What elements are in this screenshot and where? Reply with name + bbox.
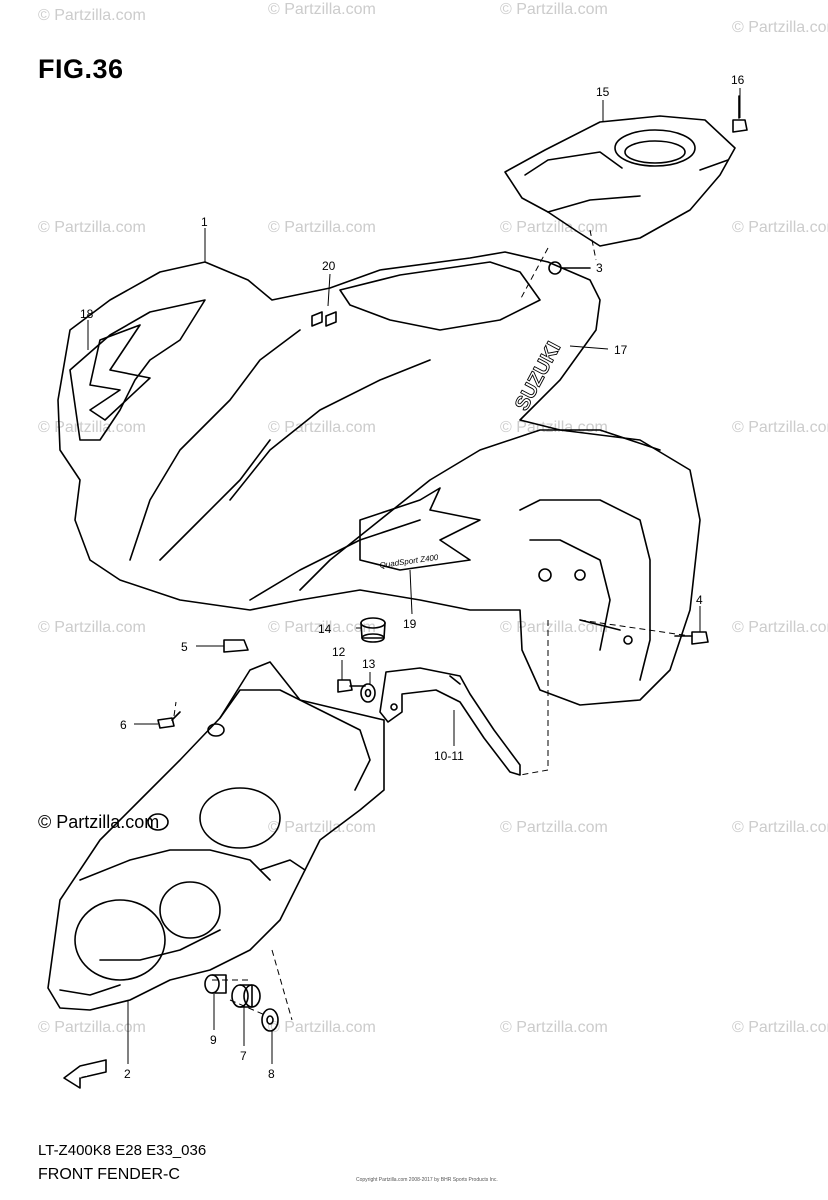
callout-19: 19 xyxy=(403,617,417,631)
callout-14: 14 xyxy=(318,622,332,636)
watermark: © Partzilla.com xyxy=(268,1019,376,1036)
part-6-screw xyxy=(157,711,181,729)
watermark: © Partzilla.com xyxy=(268,219,376,236)
watermark: © Partzilla.com xyxy=(38,419,146,436)
fwd-arrow-icon xyxy=(63,1059,107,1089)
leader-lines xyxy=(173,229,691,1021)
callout-18: 18 xyxy=(80,307,94,321)
watermark: © Partzilla.com xyxy=(500,1019,608,1036)
callout-20: 20 xyxy=(322,259,336,273)
watermark: © Partzilla.com xyxy=(500,1,608,18)
callout-17: 17 xyxy=(614,343,628,357)
callout-10-11: 10-11 xyxy=(434,749,464,763)
prominent-watermark: © Partzilla.com xyxy=(38,812,160,832)
callout-5: 5 xyxy=(181,640,188,654)
watermark-grid: © Partzilla.com © Partzilla.com © Partzi… xyxy=(38,1,828,1036)
watermark: © Partzilla.com xyxy=(732,219,828,236)
watermark: © Partzilla.com xyxy=(732,619,828,636)
watermark: © Partzilla.com xyxy=(38,219,146,236)
watermark: © Partzilla.com xyxy=(500,219,608,236)
watermark: © Partzilla.com xyxy=(732,19,828,36)
part-14-rubber xyxy=(360,617,386,643)
diagram-code: LT-Z400K8 E28 E33_036 xyxy=(38,1142,207,1159)
part-10-11-bracket xyxy=(379,667,521,776)
part-12-bolt xyxy=(337,679,366,693)
callout-6: 6 xyxy=(120,718,127,732)
watermark: © Partzilla.com xyxy=(268,619,376,636)
watermark: © Partzilla.com xyxy=(500,419,608,436)
callout-3: 3 xyxy=(596,261,603,275)
watermark: © Partzilla.com xyxy=(732,819,828,836)
callout-leaders xyxy=(87,88,741,1064)
watermark: © Partzilla.com xyxy=(268,1,376,18)
part-2-inner-fender xyxy=(47,661,385,1011)
copyright-small: Copyright Partzilla.com 2008-2017 by BHR… xyxy=(356,1177,498,1183)
part-9-bolt xyxy=(204,974,227,994)
callout-8: 8 xyxy=(268,1067,275,1081)
fwd-label: FWD xyxy=(78,1066,98,1080)
part-20-emblem xyxy=(311,311,337,327)
watermark: © Partzilla.com xyxy=(38,7,146,24)
watermark: © Partzilla.com xyxy=(268,419,376,436)
callout-13: 13 xyxy=(362,657,376,671)
part-16-screw xyxy=(732,95,748,133)
part-8-washer xyxy=(261,1008,279,1032)
part-13-washer xyxy=(360,683,376,703)
callout-2: 2 xyxy=(124,1067,131,1081)
watermark: © Partzilla.com xyxy=(38,1019,146,1036)
callout-4: 4 xyxy=(696,593,703,607)
callout-9: 9 xyxy=(210,1033,217,1047)
decal-model-text: QuadSport Z400 xyxy=(379,553,439,570)
figure-title: FIG.36 xyxy=(38,54,124,84)
part-7-collar xyxy=(231,984,261,1008)
watermark: © Partzilla.com xyxy=(38,619,146,636)
watermark: © Partzilla.com xyxy=(268,819,376,836)
callout-16: 16 xyxy=(731,73,745,87)
watermark: © Partzilla.com xyxy=(732,1019,828,1036)
part-5-clip xyxy=(223,639,249,653)
watermark: © Partzilla.com xyxy=(732,419,828,436)
callout-1: 1 xyxy=(201,215,208,229)
callout-15: 15 xyxy=(596,85,610,99)
part-15-cover xyxy=(504,115,736,247)
callout-12: 12 xyxy=(332,645,346,659)
watermark: © Partzilla.com xyxy=(500,619,608,636)
diagram-caption: FRONT FENDER-C xyxy=(38,1166,180,1183)
watermark: © Partzilla.com xyxy=(500,819,608,836)
part-1-front-fender xyxy=(57,251,701,706)
callout-labels: 1 2 3 4 5 6 7 8 9 10-11 12 13 14 15 16 1… xyxy=(80,73,745,1081)
callout-7: 7 xyxy=(240,1049,247,1063)
